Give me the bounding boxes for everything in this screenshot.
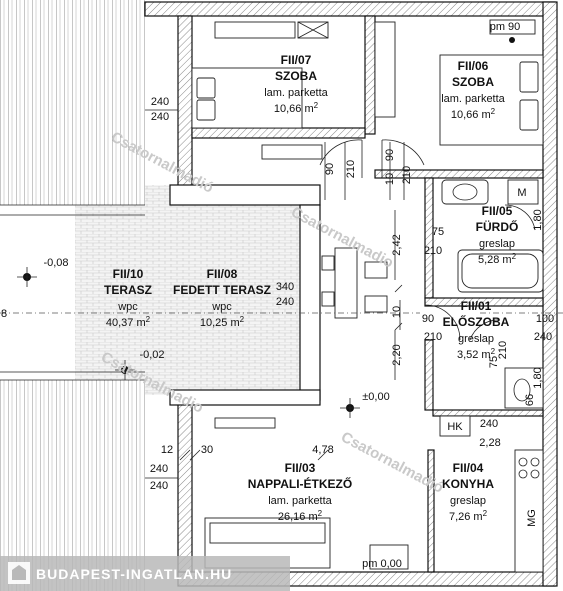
room-08-floor: wpc (211, 301, 232, 313)
site-logo: BUDAPEST-INGATLAN.HU (0, 556, 290, 591)
room-08-area: 10,25 m2 (200, 315, 245, 329)
room-10-floor: wpc (117, 301, 138, 313)
room-03-name: NAPPALI-ÉTKEZŐ (248, 476, 352, 491)
dim-label: 8 (1, 308, 7, 320)
dim-label: 30 (201, 444, 213, 456)
dim-label: 240 (150, 480, 168, 492)
dimension-ticks (145, 109, 405, 479)
dim-label: 210 (424, 331, 442, 343)
dim-label: 75 (432, 226, 444, 238)
room-06-area: 10,66 m2 (451, 107, 496, 121)
dim-label: 2,20 (391, 344, 403, 365)
dim-label: 75 (488, 356, 500, 368)
dim-label: 240 (151, 96, 169, 108)
level-labels: pm 90 pm 0,00 ±0,00 -0,08 -0,02 (43, 21, 520, 570)
level-markers (17, 37, 515, 418)
dining-table (321, 247, 388, 319)
room-07-code: FII/07 (281, 53, 312, 67)
sofa (204, 417, 409, 570)
room-10-name: TERASZ (104, 283, 152, 297)
room-07-furniture (191, 21, 329, 160)
dim-label: 90 (422, 313, 434, 325)
room-04-floor: greslap (450, 495, 486, 507)
covered-terrace-paving (145, 185, 315, 395)
hk-label: HK (447, 421, 463, 433)
room-08-name: FEDETT TERASZ (173, 283, 271, 297)
kitchen-fixtures: HK MG (439, 367, 544, 573)
dim-label: 2,28 (479, 437, 500, 449)
room-05-name: FÜRDŐ (476, 219, 519, 234)
level-terrace-b: -0,02 (139, 349, 164, 361)
doors (319, 139, 536, 341)
dim-label: 210 (424, 245, 442, 257)
room-06-code: FII/06 (458, 59, 489, 73)
room-05-code: FII/05 (482, 204, 513, 218)
dim-label: 1,80 (532, 209, 544, 230)
room-06-name: SZOBA (452, 75, 494, 89)
room-03-floor: lam. parketta (268, 495, 332, 507)
room-01-area: 3,52 m2 (457, 347, 496, 361)
room-01-code: FII/01 (461, 299, 492, 313)
room-06-floor: lam. parketta (441, 93, 505, 105)
room-01-floor: greslap (458, 333, 494, 345)
dim-label: 240 (534, 331, 552, 343)
bathroom-fixtures: M (441, 179, 544, 293)
room-03-code: FII/03 (285, 461, 316, 475)
room-10-code: FII/10 (113, 267, 144, 281)
room-04-code: FII/04 (453, 461, 484, 475)
room-06-furniture (374, 19, 544, 146)
dim-label: 240 (276, 296, 294, 308)
room-07-name: SZOBA (275, 69, 317, 83)
mg-label: MG (526, 509, 538, 527)
dim-label: 10 (391, 306, 403, 318)
level-bottom: pm 0,00 (362, 558, 402, 570)
room-08-code: FII/08 (207, 267, 238, 281)
dim-label: 1,80 (532, 367, 544, 388)
level-terrace-a: -0,08 (43, 257, 68, 269)
room-04-area: 7,26 m2 (449, 509, 488, 523)
dim-label: 4,78 (312, 444, 333, 456)
dim-label: 340 (276, 281, 294, 293)
dim-label: 210 (401, 166, 413, 184)
dim-label: 240 (150, 463, 168, 475)
dim-label: 100 (536, 313, 554, 325)
dim-label: 12 (161, 444, 173, 456)
level-top: pm 90 (490, 21, 521, 33)
dim-label: 240 (151, 111, 169, 123)
dim-label: 240 (480, 418, 498, 430)
room-10-area: 40,37 m2 (106, 315, 151, 329)
room-05-floor: greslap (479, 238, 515, 250)
dim-label: 2,42 (391, 234, 403, 255)
dim-label: 210 (497, 341, 509, 359)
walls (144, 1, 558, 587)
room-01-name: ELŐSZOBA (443, 314, 510, 329)
dim-label: 90 (324, 163, 336, 175)
terrace-decking (0, 0, 145, 591)
dim-label: 210 (345, 160, 357, 178)
room-labels: FII/07 SZOBA lam. parketta 10,66 m2 FII/… (104, 53, 518, 523)
room-07-area: 10,66 m2 (274, 101, 319, 115)
room-05-area: 5,28 m2 (478, 252, 517, 266)
level-center: ±0,00 (362, 391, 389, 403)
logo-text: BUDAPEST-INGATLAN.HU (36, 566, 232, 582)
dim-label: 66 (524, 394, 536, 406)
room-04-name: KONYHA (442, 477, 494, 491)
washer-label: M (517, 187, 526, 199)
room-03-area: 26,16 m2 (278, 509, 323, 523)
room-07-floor: lam. parketta (264, 87, 328, 99)
